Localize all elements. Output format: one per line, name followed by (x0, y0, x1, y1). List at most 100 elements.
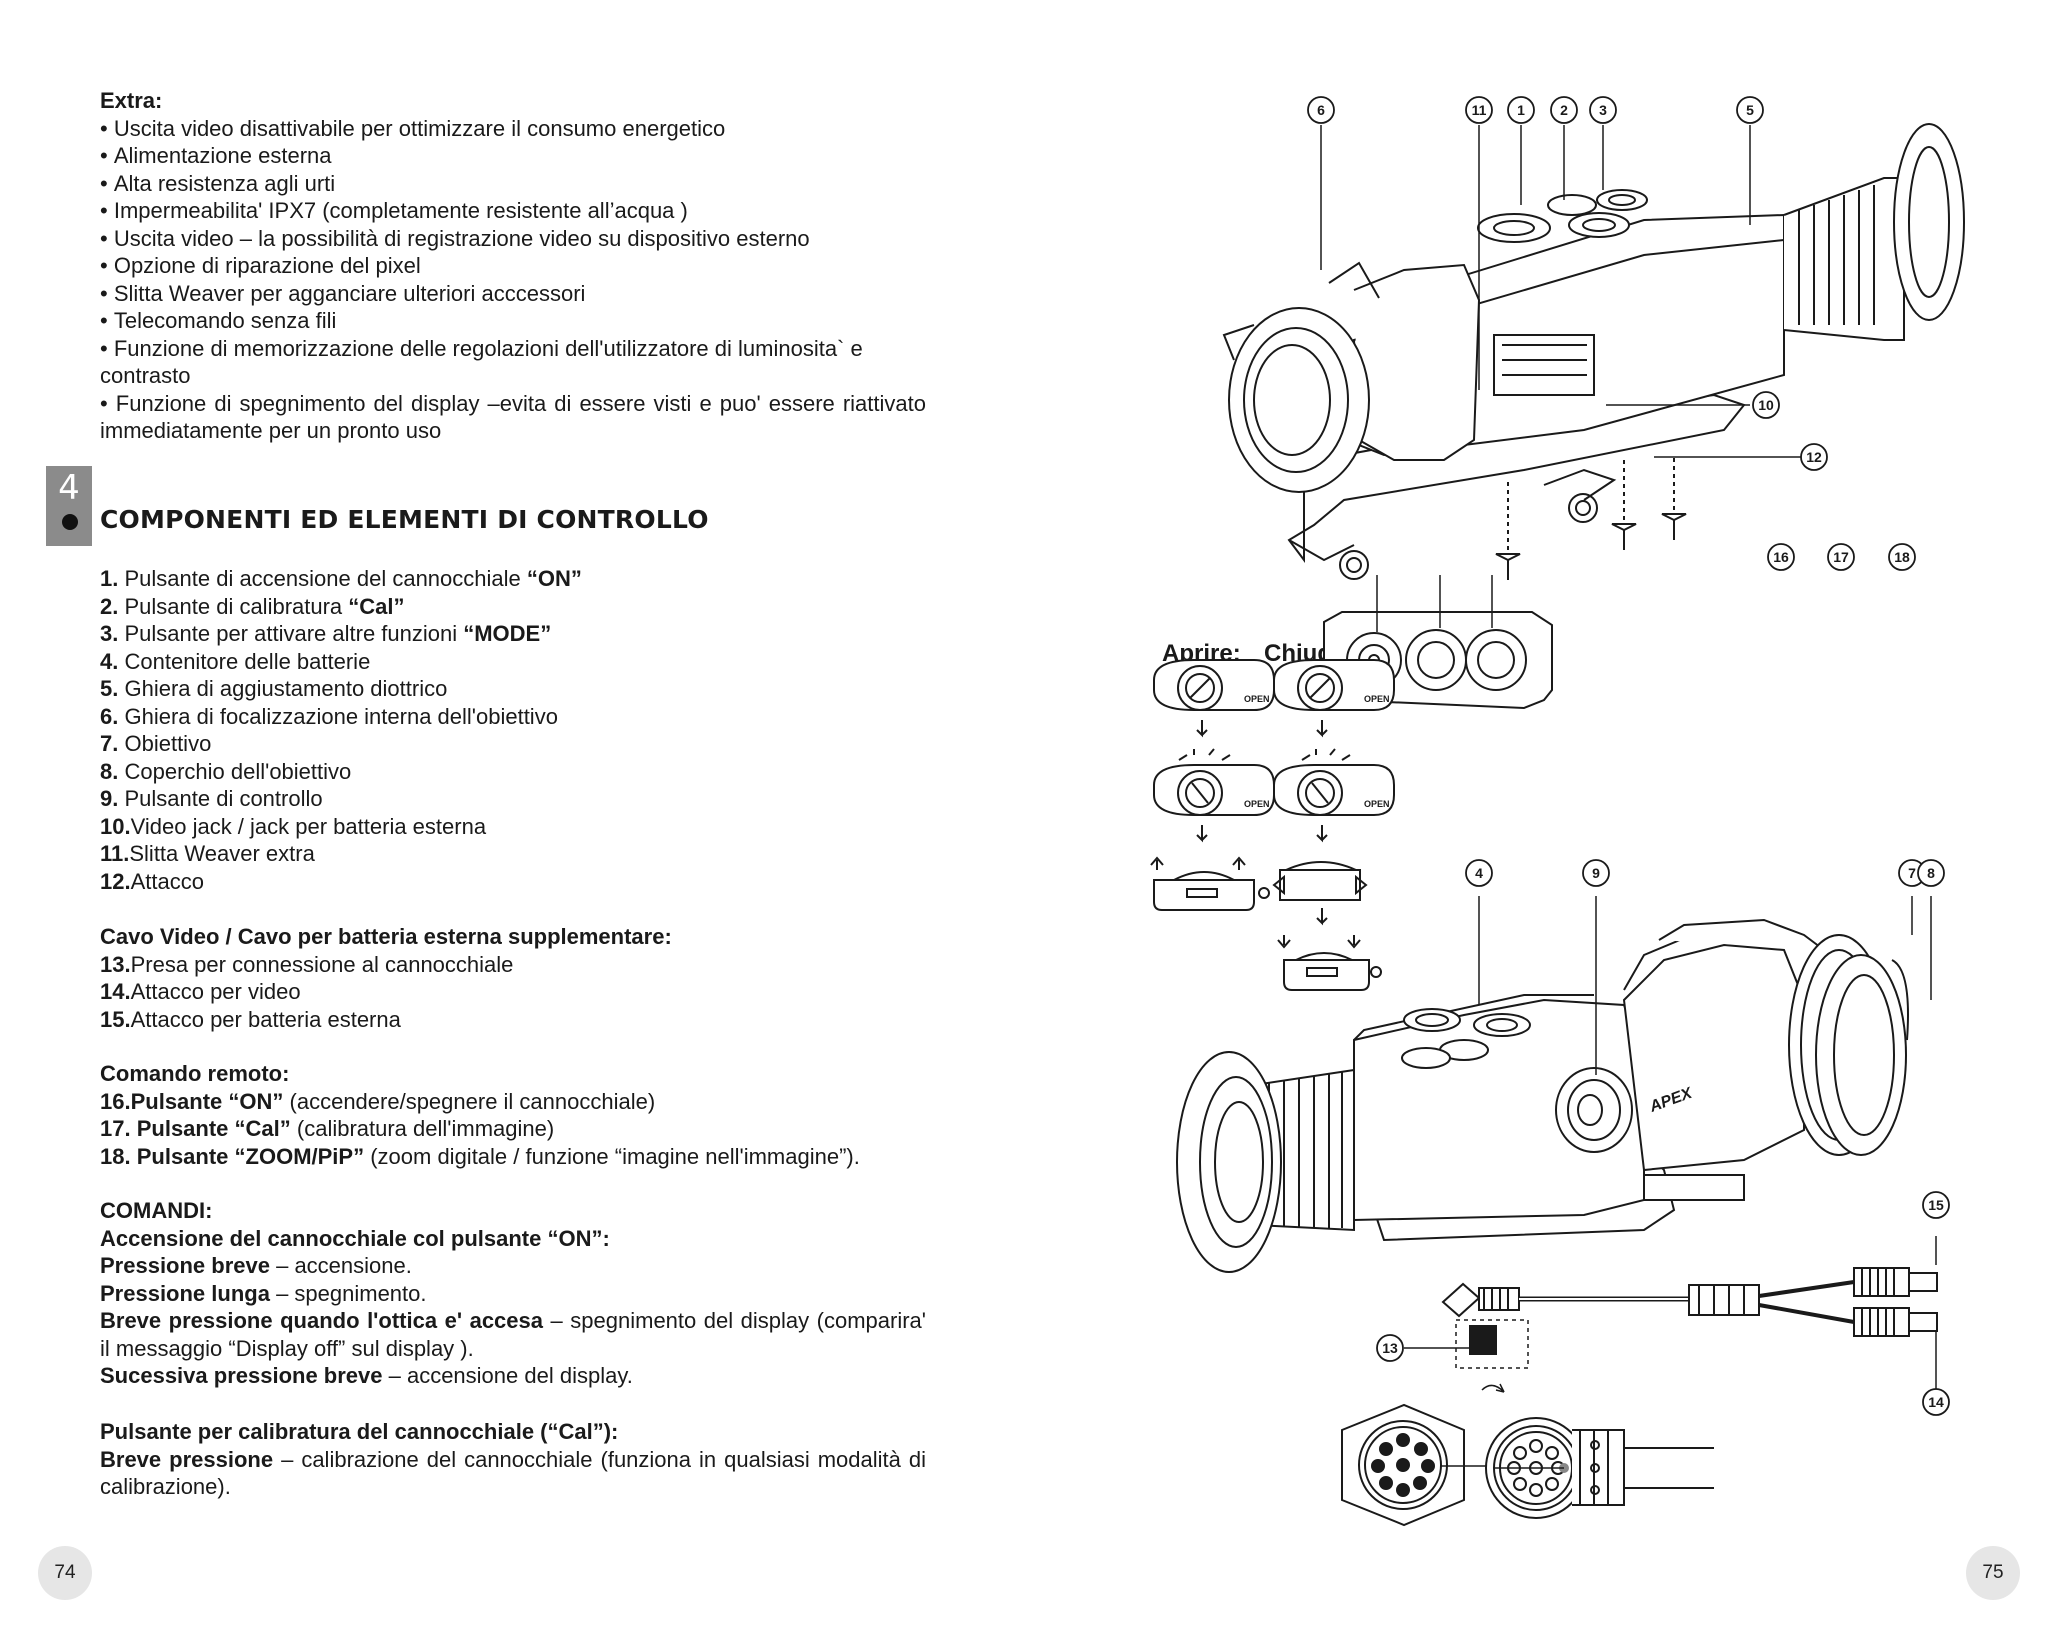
svg-text:1: 1 (1517, 102, 1525, 118)
command-label: Pressione breve (100, 1253, 270, 1278)
open-badge: OPEN (1364, 694, 1390, 704)
svg-text:4: 4 (1475, 865, 1483, 881)
svg-text:18: 18 (1894, 549, 1910, 565)
svg-text:15: 15 (1928, 1197, 1944, 1213)
extra-bullet: Funzione di memorizzazione delle regolaz… (100, 335, 926, 390)
item-text: Slitta Weaver extra (129, 841, 315, 866)
item-text: Attacco per batteria esterna (130, 1006, 401, 1032)
svg-text:13: 13 (1382, 1340, 1398, 1356)
open-badge: OPEN (1364, 799, 1390, 809)
callout-18: 18 (1888, 543, 1916, 571)
item-text: Video jack / jack per batteria esterna (130, 813, 487, 839)
svg-text:14: 14 (1928, 1394, 1944, 1410)
open-badge: OPEN (1244, 694, 1270, 704)
callout-7: 7 (1898, 859, 1926, 887)
command-text: – spegnimento. (269, 1280, 427, 1306)
list-item: 8. Coperchio dell'obiettivo (100, 758, 926, 786)
item-text: Ghiera di aggiustamento diottrico (124, 676, 448, 701)
list-item: 16.Pulsante “ON” (accendere/spegnere il … (100, 1088, 926, 1116)
extra-bullet: Uscita video disattivabile per ottimizza… (100, 115, 926, 143)
item-text: Pulsante per attivare altre funzioni (124, 621, 464, 646)
svg-text:5: 5 (1746, 102, 1754, 118)
right-page: Aprire: Chiudere: (1024, 0, 2048, 1641)
list-item: 15.Attacco per batteria esterna (100, 1006, 926, 1034)
item-bold: Pulsante “ZOOM/PiP” (136, 1143, 365, 1169)
list-item: 6. Ghiera di focalizzazione interna dell… (100, 703, 926, 731)
command-label: Pressione lunga (100, 1280, 270, 1306)
section-number: 4 (58, 468, 80, 508)
page-number-left: 74 (38, 1546, 92, 1600)
item-text: Attacco per video (130, 979, 301, 1004)
cal-title: Pulsante per calibratura del cannocchial… (100, 1419, 619, 1444)
battery-cover-close-sequence (1272, 659, 1395, 991)
svg-text:6: 6 (1317, 102, 1325, 118)
item-text: Presa per connessione al cannocchiale (130, 951, 514, 977)
item-number: 12. (100, 868, 131, 894)
callout-3: 3 (1589, 96, 1617, 124)
extra-bullet: Impermeabilita' IPX7 (completamente resi… (100, 197, 926, 225)
item-text: Pulsante di calibratura (124, 593, 349, 619)
callout-4: 4 (1465, 859, 1493, 887)
connector-detail (1341, 1403, 1714, 1527)
item-number: 15. (100, 1006, 131, 1032)
section-dot-icon (62, 514, 78, 530)
item-number: 9. (100, 786, 119, 811)
extra-bullet: Uscita video – la possibilità di registr… (100, 225, 926, 253)
extra-title: Extra: (100, 88, 163, 113)
callout-13: 13 (1376, 1334, 1404, 1362)
list-item: 1. Pulsante di accensione del cannocchia… (100, 565, 926, 593)
command-label: Sucessiva pressione breve (100, 1363, 383, 1388)
item-number: 1. (100, 566, 119, 591)
callout-2: 2 (1550, 96, 1578, 124)
command-line: Pressione breve – accensione. (100, 1252, 926, 1280)
callout-9: 9 (1582, 859, 1610, 887)
callout-8: 8 (1917, 859, 1945, 887)
extra-bullet: Alta resistenza agli urti (100, 170, 926, 198)
command-line: Breve pressione quando l'ottica e' acces… (100, 1307, 926, 1362)
section-tab: 4 (46, 466, 92, 546)
callout-14: 14 (1922, 1388, 1950, 1416)
item-text: Attacco (130, 868, 204, 894)
command-text: – spegnimento del display (comparira' il… (100, 1308, 926, 1361)
callout-leaders-top (1320, 125, 1821, 458)
svg-text:17: 17 (1833, 549, 1849, 565)
list-item: 12.Attacco (100, 868, 926, 896)
list-item: 4. Contenitore delle batterie (100, 648, 926, 676)
item-number: 17. (100, 1116, 131, 1141)
item-number: 13. (100, 951, 131, 977)
device-diagram: APEX (1150, 96, 1965, 1527)
list-item: 10.Video jack / jack per batteria estern… (100, 813, 926, 841)
callout-1: 1 (1507, 96, 1535, 124)
item-number: 7. (100, 731, 119, 756)
extra-bullet: Alimentazione esterna (100, 142, 926, 170)
list-item: 9. Pulsante di controllo (100, 785, 926, 813)
battery-cover-open-sequence (1150, 659, 1275, 911)
cal-section: Pulsante per calibratura del cannocchial… (100, 1418, 926, 1501)
callout-leaders-bottom (1404, 896, 1937, 1402)
item-number: 10. (100, 813, 131, 839)
callout-5: 5 (1736, 96, 1764, 124)
extra-bullet: Slitta Weaver per agganciare ulteriori a… (100, 280, 926, 308)
commands-section: COMANDI: Accensione del cannocchiale col… (100, 1197, 926, 1390)
cable-list: Cavo Video / Cavo per batteria esterna s… (100, 923, 926, 1033)
callout-11: 11 (1465, 96, 1493, 124)
remote-title: Comando remoto: (100, 1061, 290, 1086)
remote-list: Comando remoto: 16.Pulsante “ON” (accend… (100, 1060, 926, 1170)
list-item: 13.Presa per connessione al cannocchiale (100, 951, 926, 979)
item-bold: “ON” (526, 566, 582, 591)
item-text: Pulsante di accensione del cannocchiale (124, 566, 527, 591)
list-item: 5. Ghiera di aggiustamento diottrico (100, 675, 926, 703)
item-number: 2. (100, 593, 119, 619)
item-bold: “MODE” (463, 621, 552, 646)
item-text: Ghiera di focalizzazione interna dell'ob… (124, 703, 558, 729)
command-text: – calibrazione del cannocchiale (funzion… (100, 1446, 927, 1500)
svg-text:2: 2 (1560, 102, 1568, 118)
svg-text:9: 9 (1592, 865, 1600, 881)
item-number: 4. (100, 648, 119, 674)
item-text: (accendere/spegnere il cannocchiale) (283, 1088, 656, 1114)
command-line: Pressione lunga – spegnimento. (100, 1280, 926, 1308)
components-list: 1. Pulsante di accensione del cannocchia… (100, 565, 926, 895)
command-text: – accensione del display. (382, 1363, 633, 1388)
list-item: 3. Pulsante per attivare altre funzioni … (100, 620, 926, 648)
